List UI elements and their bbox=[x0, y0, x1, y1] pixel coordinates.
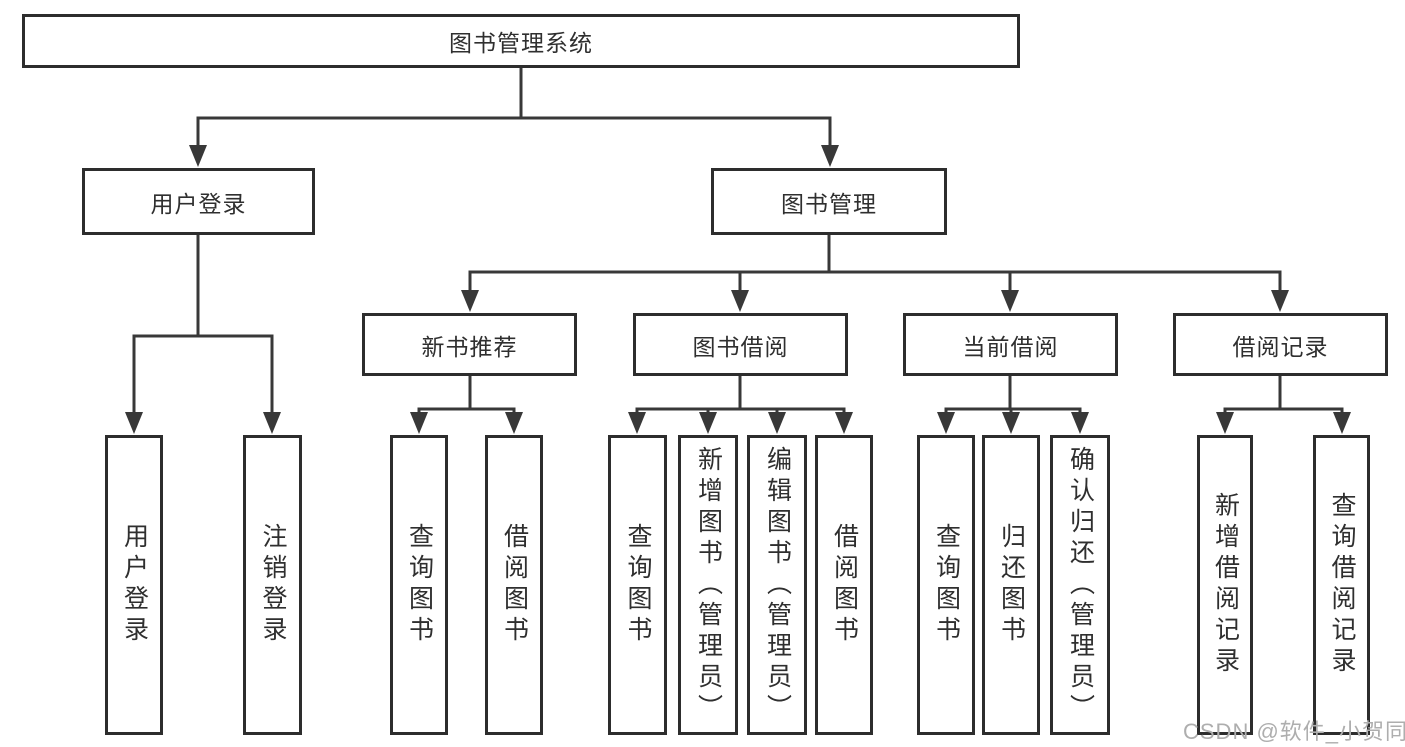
leaf-borrow-books-2-label: 借阅图书 bbox=[830, 523, 859, 647]
leaf-user-login: 用户登录 bbox=[105, 435, 163, 735]
leaf-return-books: 归还图书 bbox=[982, 435, 1040, 735]
leaf-query-books-2: 查询图书 bbox=[608, 435, 667, 735]
node-current-borrow-label: 当前借阅 bbox=[962, 333, 1059, 360]
leaf-query-books-1: 查询图书 bbox=[390, 435, 448, 735]
leaf-query-books-3: 查询图书 bbox=[917, 435, 975, 735]
node-current-borrow: 当前借阅 bbox=[903, 313, 1118, 376]
leaf-edit-books-admin-label: 编辑图书（管理员） bbox=[763, 445, 792, 725]
root-node-label: 图书管理系统 bbox=[449, 30, 593, 56]
leaf-query-borrow-record-label: 查询借阅记录 bbox=[1328, 492, 1356, 678]
root-node-library-system: 图书管理系统 bbox=[22, 14, 1020, 68]
node-new-book-recommend-label: 新书推荐 bbox=[421, 333, 518, 360]
leaf-user-login-label: 用户登录 bbox=[120, 523, 149, 647]
leaf-query-books-1-label: 查询图书 bbox=[405, 523, 434, 647]
leaf-return-books-label: 归还图书 bbox=[997, 523, 1026, 647]
leaf-query-borrow-record: 查询借阅记录 bbox=[1313, 435, 1370, 735]
leaf-add-books-admin: 新增图书（管理员） bbox=[678, 435, 738, 735]
leaf-borrow-books-1: 借阅图书 bbox=[485, 435, 543, 735]
node-borrow-records: 借阅记录 bbox=[1173, 313, 1388, 376]
node-new-book-recommend: 新书推荐 bbox=[362, 313, 577, 376]
leaf-add-borrow-record: 新增借阅记录 bbox=[1197, 435, 1253, 735]
node-borrow-records-label: 借阅记录 bbox=[1232, 333, 1329, 360]
leaf-logout-label: 注销登录 bbox=[259, 523, 287, 647]
leaf-borrow-books-2: 借阅图书 bbox=[815, 435, 873, 735]
leaf-logout: 注销登录 bbox=[243, 435, 302, 735]
node-book-borrow-label: 图书借阅 bbox=[692, 333, 789, 360]
leaf-query-books-2-label: 查询图书 bbox=[624, 523, 652, 647]
node-book-management-label: 图书管理 bbox=[781, 190, 877, 217]
leaf-confirm-return-admin: 确认归还（管理员） bbox=[1050, 435, 1110, 735]
leaf-edit-books-admin: 编辑图书（管理员） bbox=[747, 435, 807, 735]
leaf-borrow-books-1-label: 借阅图书 bbox=[500, 523, 529, 647]
node-user-login: 用户登录 bbox=[82, 168, 315, 235]
csdn-watermark: CSDN @软件_小贺同学 bbox=[1183, 719, 1405, 744]
node-user-login-label: 用户登录 bbox=[150, 190, 247, 217]
leaf-query-books-3-label: 查询图书 bbox=[932, 523, 961, 647]
node-book-borrow: 图书借阅 bbox=[633, 313, 848, 376]
leaf-add-books-admin-label: 新增图书（管理员） bbox=[694, 445, 723, 725]
leaf-add-borrow-record-label: 新增借阅记录 bbox=[1211, 492, 1240, 678]
node-book-management: 图书管理 bbox=[711, 168, 947, 235]
leaf-confirm-return-admin-label: 确认归还（管理员） bbox=[1066, 445, 1095, 725]
